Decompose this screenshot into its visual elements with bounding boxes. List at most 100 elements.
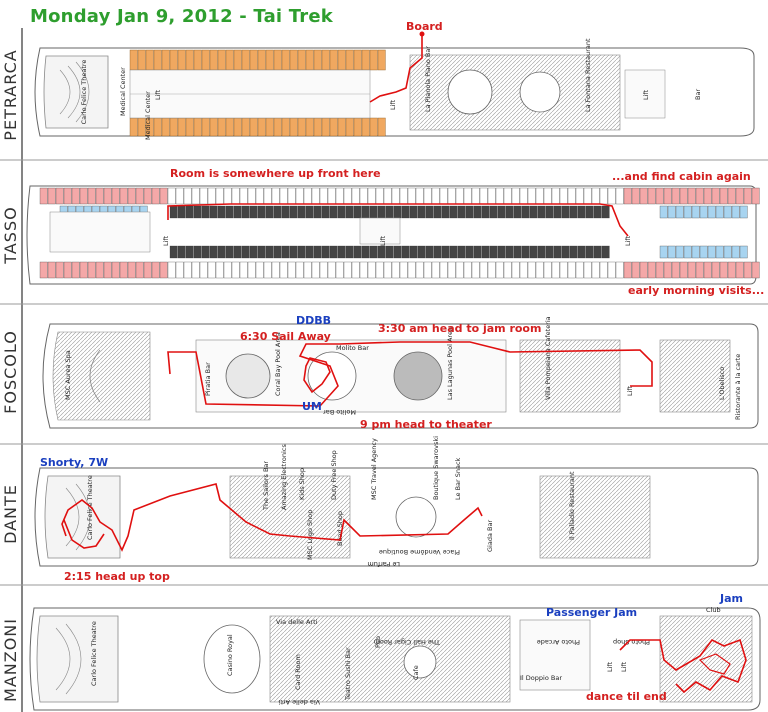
cabin xyxy=(225,49,234,71)
annotation-early-morning: early morning visits... xyxy=(628,284,764,297)
cabin xyxy=(249,49,258,71)
label-bead-shop: Bead Shop xyxy=(336,511,344,546)
cabin xyxy=(185,245,194,259)
annotation-um: UM xyxy=(302,400,322,413)
cabin xyxy=(731,245,740,259)
cabin xyxy=(439,261,448,279)
cabin xyxy=(455,187,464,205)
cabin xyxy=(529,205,538,219)
label-lift-tasso-3: Lift xyxy=(624,235,632,246)
cabin xyxy=(289,117,298,137)
cabin xyxy=(295,261,304,279)
cabin xyxy=(529,245,538,259)
cabin xyxy=(305,245,314,259)
cabin xyxy=(367,261,376,279)
cabin xyxy=(265,49,274,71)
cabin xyxy=(47,261,56,279)
cabin xyxy=(527,187,536,205)
cabin xyxy=(623,261,632,279)
cabin xyxy=(667,205,676,219)
cabin xyxy=(185,117,194,137)
cabin xyxy=(111,261,120,279)
cabin xyxy=(369,205,378,219)
cabin xyxy=(305,49,314,71)
label-lift-manzoni-1: Lift xyxy=(606,661,614,672)
cabin xyxy=(335,261,344,279)
cabin xyxy=(79,187,88,205)
label-la-fontana: La Fontana Restaurant xyxy=(584,38,592,112)
cabin xyxy=(289,49,298,71)
cabin xyxy=(375,187,384,205)
cabin xyxy=(217,49,226,71)
cabin xyxy=(369,245,378,259)
cabin xyxy=(417,205,426,219)
cabin xyxy=(431,187,440,205)
label-theatre-dante: Carlo Felice Theatre xyxy=(86,475,94,540)
cabin xyxy=(271,261,280,279)
cabin xyxy=(337,245,346,259)
cabin xyxy=(575,187,584,205)
cabin xyxy=(313,117,322,137)
cabin xyxy=(175,187,184,205)
cabin xyxy=(257,49,266,71)
cabin xyxy=(103,187,112,205)
label-il-palladio: Il Palladio Restaurant xyxy=(568,471,576,540)
label-lift-tasso-1: Lift xyxy=(162,235,170,246)
cabin xyxy=(385,245,394,259)
cabin xyxy=(233,245,242,259)
cabin xyxy=(449,205,458,219)
cabin xyxy=(585,205,594,219)
cabin xyxy=(449,245,458,259)
cabin xyxy=(691,245,700,259)
cabin xyxy=(743,261,752,279)
cabin xyxy=(313,49,322,71)
deck-name-dante: DANTE xyxy=(1,484,20,544)
cabin xyxy=(407,187,416,205)
deck-petrarca: Carlo Felice Theatre Medical Center Medi… xyxy=(34,20,755,140)
cabin xyxy=(647,261,656,279)
cabin xyxy=(465,205,474,219)
cabin xyxy=(321,205,330,219)
cabin xyxy=(329,49,338,71)
label-card-room: Card Room xyxy=(294,654,302,690)
label-aurea-spa: MSC Aurea Spa xyxy=(64,350,72,400)
cabin xyxy=(249,205,258,219)
cabin xyxy=(723,205,732,219)
cabin xyxy=(659,245,668,259)
page-title: Monday Jan 9, 2012 - Tai Trek xyxy=(30,6,333,27)
cabin xyxy=(305,117,314,137)
cabin xyxy=(337,205,346,219)
label-swarovski: Boutique Swarovski xyxy=(432,436,440,500)
cabin xyxy=(185,49,194,71)
cabin xyxy=(303,261,312,279)
cabin xyxy=(361,245,370,259)
cabin xyxy=(521,205,530,219)
cabin xyxy=(183,261,192,279)
cabin xyxy=(711,261,720,279)
cabin-row-bottom xyxy=(39,261,760,279)
cabin xyxy=(223,187,232,205)
cabin xyxy=(511,187,520,205)
label-theatre-manzoni: Carlo Felice Theatre xyxy=(90,621,98,686)
label-lift-manzoni-2: Lift xyxy=(620,661,628,672)
cabin xyxy=(393,245,402,259)
cabin xyxy=(719,187,728,205)
cabin xyxy=(487,261,496,279)
cabin xyxy=(209,205,218,219)
cabin xyxy=(377,205,386,219)
label-obelisco: L'Obelisco xyxy=(718,367,726,400)
annotation-ddbb: DDBB xyxy=(296,314,331,327)
cabin xyxy=(217,205,226,219)
cabin xyxy=(167,261,176,279)
cabin xyxy=(683,205,692,219)
cabin xyxy=(481,245,490,259)
cabin xyxy=(409,205,418,219)
cabin xyxy=(263,187,272,205)
cabin xyxy=(503,261,512,279)
label-doppio-bar: Il Doppio Bar xyxy=(520,674,562,682)
cabin xyxy=(47,187,56,205)
cabin xyxy=(513,205,522,219)
cabin xyxy=(271,187,280,205)
cabin xyxy=(55,261,64,279)
